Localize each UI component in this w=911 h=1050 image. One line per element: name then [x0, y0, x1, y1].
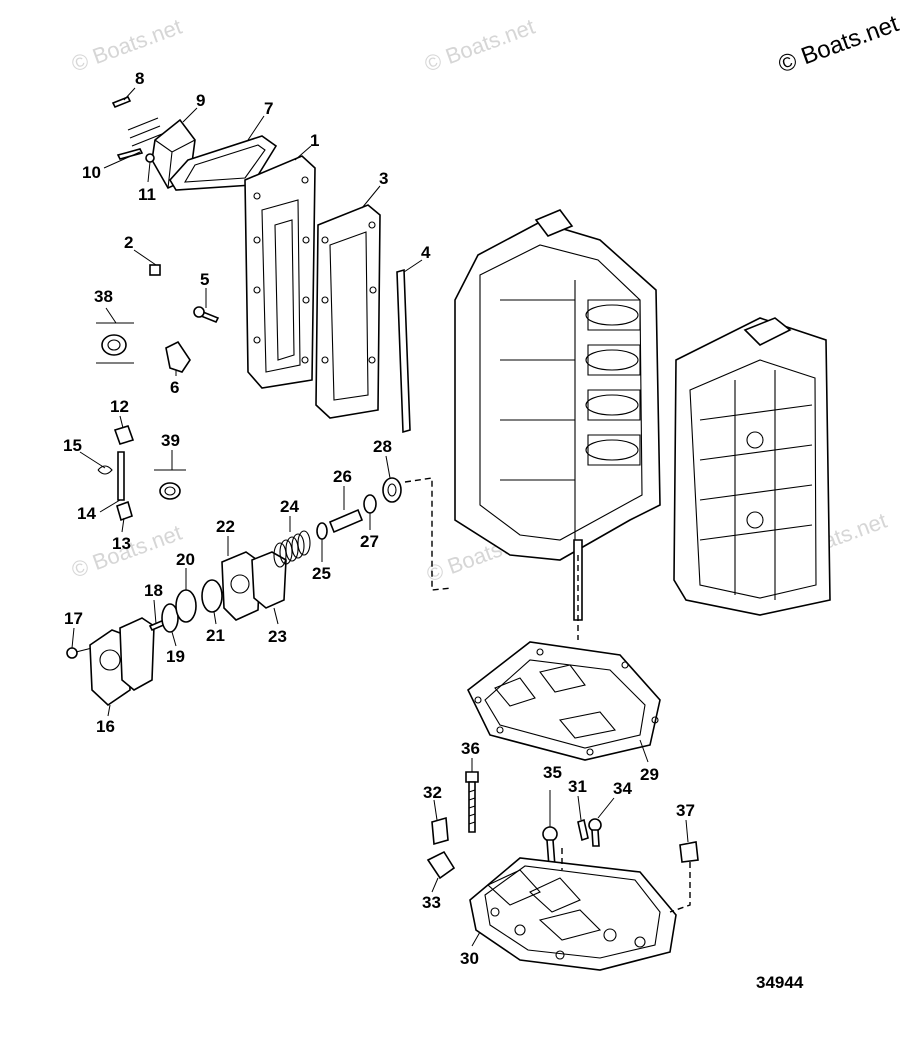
watermark: © Boats.net	[68, 14, 185, 77]
callout-35: 35	[543, 763, 562, 782]
callout-38: 38	[94, 287, 113, 306]
callout-11: 11	[138, 185, 156, 204]
callout-17: 17	[64, 609, 83, 628]
leader-lines	[71, 87, 689, 947]
part-drawings	[66, 95, 831, 971]
callout-33: 33	[422, 893, 441, 912]
callout-26: 26	[333, 467, 352, 486]
callout-12: 12	[110, 397, 129, 416]
callout-labels: 1 2 3 4 5 6 7 8 9 10 11 12 13 14 15 16 1…	[63, 69, 695, 968]
callout-19: 19	[166, 647, 185, 666]
callout-15: 15	[63, 436, 82, 455]
callout-13: 13	[112, 534, 131, 553]
callout-1: 1	[310, 131, 319, 150]
callout-39: 39	[161, 431, 180, 450]
callout-29: 29	[640, 765, 659, 784]
callout-27: 27	[360, 532, 379, 551]
copyright-notice: © Boats.net	[775, 10, 903, 78]
callout-23: 23	[268, 627, 287, 646]
callout-34: 34	[613, 779, 632, 798]
callout-32: 32	[423, 783, 442, 802]
callout-7: 7	[264, 99, 273, 118]
callout-10: 10	[82, 163, 101, 182]
callout-20: 20	[176, 550, 195, 569]
callout-24: 24	[280, 497, 299, 516]
callout-14: 14	[77, 504, 96, 523]
callout-8: 8	[135, 69, 144, 88]
callout-22: 22	[216, 517, 235, 536]
callout-6: 6	[170, 378, 179, 397]
callout-4: 4	[421, 243, 431, 262]
callout-30: 30	[460, 949, 479, 968]
callout-5: 5	[200, 270, 209, 289]
callout-9: 9	[196, 91, 205, 110]
callout-36: 36	[461, 739, 480, 758]
callout-37: 37	[676, 801, 695, 820]
callout-18: 18	[144, 581, 163, 600]
callout-25: 25	[312, 564, 331, 583]
callout-28: 28	[373, 437, 392, 456]
callout-2: 2	[124, 233, 133, 252]
diagram-number: 34944	[756, 973, 804, 992]
callout-3: 3	[379, 169, 388, 188]
watermark: © Boats.net	[421, 14, 538, 77]
callout-31: 31	[568, 777, 587, 796]
callout-16: 16	[96, 717, 115, 736]
callout-21: 21	[206, 626, 225, 645]
